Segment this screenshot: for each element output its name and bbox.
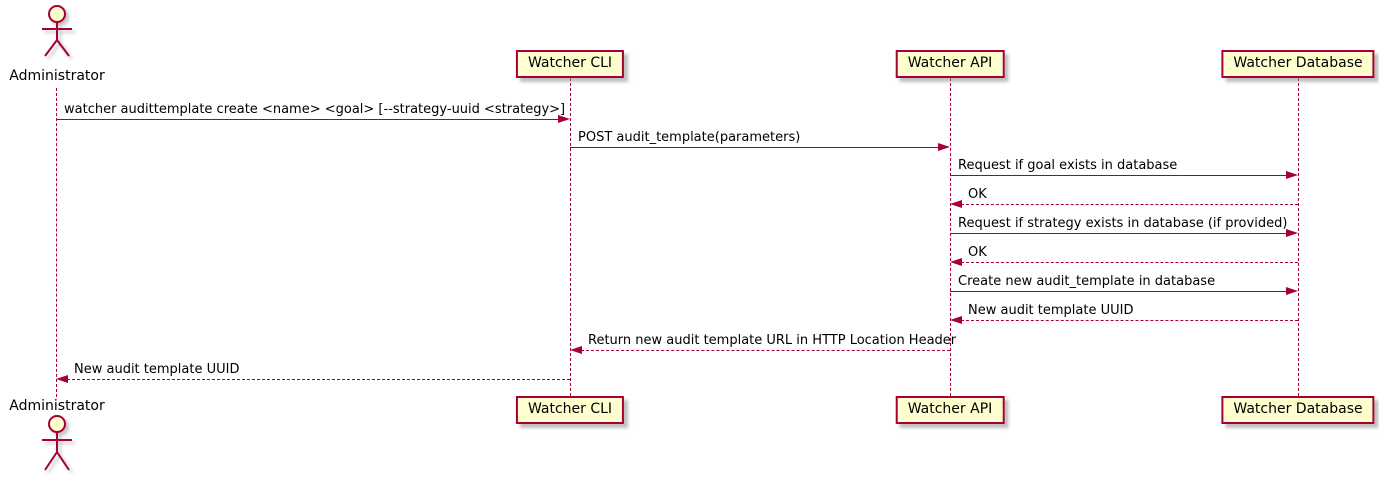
message-line xyxy=(950,175,1287,176)
arrowhead-icon xyxy=(1286,287,1298,295)
participant-top-watcher-db: Watcher Database xyxy=(1221,50,1375,78)
arrowhead-icon xyxy=(56,375,68,383)
lifeline-administrator xyxy=(56,88,57,397)
message-label: New audit template UUID xyxy=(74,362,240,377)
lifeline-watcher-cli xyxy=(570,78,571,396)
message-label: Request if strategy exists in database (… xyxy=(958,216,1288,231)
arrowhead-icon xyxy=(570,346,582,354)
message-line xyxy=(950,233,1287,234)
arrowhead-icon xyxy=(950,258,962,266)
message-label: POST audit_template(parameters) xyxy=(578,130,801,145)
message-label: Return new audit template URL in HTTP Lo… xyxy=(588,333,957,348)
participant-bottom-watcher-db: Watcher Database xyxy=(1221,396,1375,424)
actor-label-top: Administrator xyxy=(9,68,105,84)
message-line xyxy=(56,119,559,120)
message-label: watcher audittemplate create <name> <goa… xyxy=(64,102,566,117)
message-line xyxy=(950,291,1287,292)
arrowhead-icon xyxy=(558,115,570,123)
actor-label-bottom: Administrator xyxy=(9,398,105,414)
message-label: New audit template UUID xyxy=(968,303,1134,318)
message-line xyxy=(961,262,1298,263)
arrowhead-icon xyxy=(950,316,962,324)
participant-bottom-watcher-api: Watcher API xyxy=(895,396,1005,424)
message-label: Create new audit_template in database xyxy=(958,274,1216,289)
message-label: OK xyxy=(968,245,987,260)
actor-icon xyxy=(42,5,72,57)
message-line xyxy=(961,320,1298,321)
participant-top-watcher-api: Watcher API xyxy=(895,50,1005,78)
arrowhead-icon xyxy=(938,143,950,151)
arrowhead-icon xyxy=(1286,171,1298,179)
message-label: Request if goal exists in database xyxy=(958,158,1178,173)
lifeline-watcher-api xyxy=(950,78,951,396)
participant-top-watcher-cli: Watcher CLI xyxy=(515,50,625,78)
message-line xyxy=(570,147,939,148)
message-line xyxy=(67,379,570,380)
message-label: OK xyxy=(968,187,987,202)
arrowhead-icon xyxy=(1286,229,1298,237)
actor-icon xyxy=(42,415,72,471)
message-line xyxy=(581,350,950,351)
message-line xyxy=(961,204,1298,205)
participant-bottom-watcher-cli: Watcher CLI xyxy=(515,396,625,424)
lifeline-watcher-db xyxy=(1298,78,1299,396)
arrowhead-icon xyxy=(950,200,962,208)
